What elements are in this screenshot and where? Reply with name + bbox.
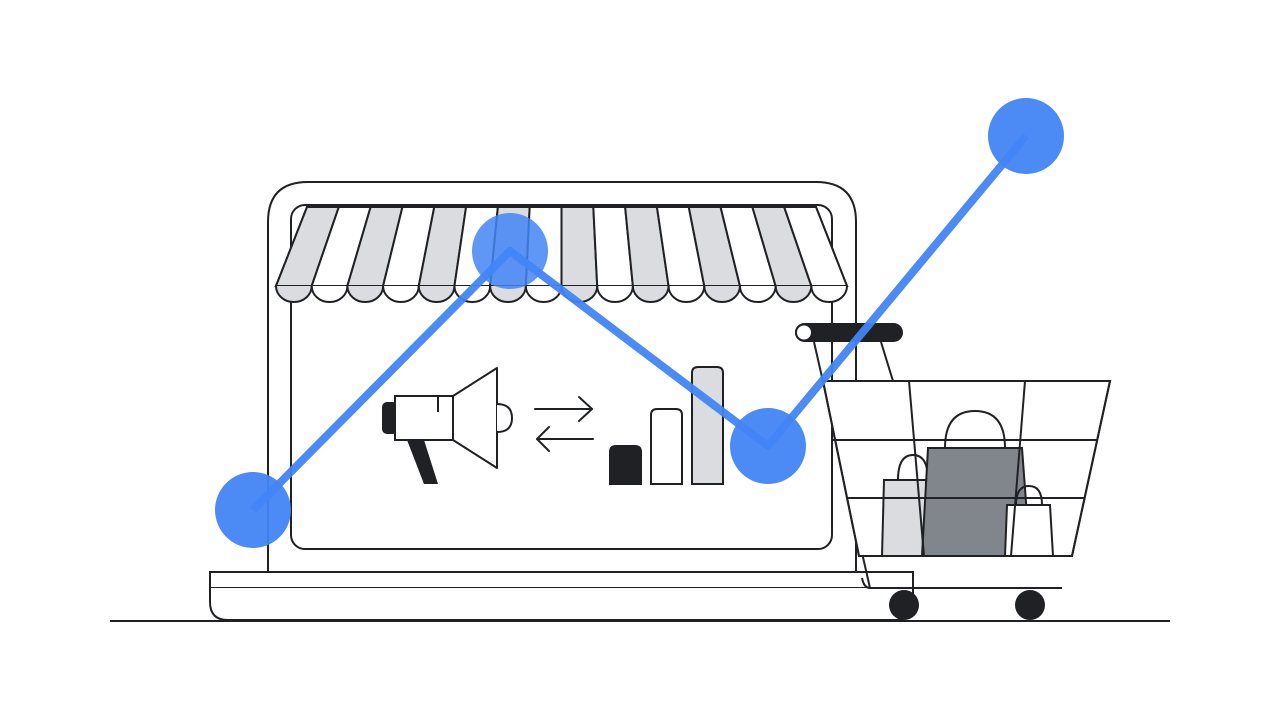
awning-scallop <box>774 285 813 304</box>
awning-scallop <box>382 285 420 303</box>
shopping-cart-icon <box>795 323 1112 620</box>
trend-point-3 <box>730 408 806 484</box>
trend-line <box>250 133 1030 513</box>
awning-scallop <box>703 285 741 304</box>
storefront-awning-icon <box>274 206 849 304</box>
awning-scallop <box>596 285 634 303</box>
awning-stripe <box>560 206 599 287</box>
awning-scallop <box>810 285 848 303</box>
trend-point-4 <box>988 98 1064 174</box>
bar-small <box>609 445 642 485</box>
laptop-base <box>209 571 914 589</box>
cart-handle <box>795 323 903 342</box>
cart-wheel-left <box>889 590 919 620</box>
awning-scallop <box>667 285 706 303</box>
awning-scallop <box>346 285 385 304</box>
awning-scallop <box>738 285 777 303</box>
swap-arrows-icon <box>534 396 594 452</box>
awning-scallop <box>631 285 670 304</box>
awning-scallop <box>417 285 456 304</box>
cart-wheel-right <box>1015 590 1045 620</box>
bar-chart-icon <box>609 366 724 485</box>
trend-point-1 <box>215 472 291 548</box>
megaphone-icon <box>382 367 514 484</box>
bar-medium <box>650 408 683 485</box>
awning-scallop <box>275 285 313 304</box>
trend-line-icon <box>215 98 1064 548</box>
bar-tall <box>691 366 724 485</box>
trend-point-2 <box>472 213 548 289</box>
awning-scallop <box>310 285 349 303</box>
awning-scallop <box>489 285 527 304</box>
